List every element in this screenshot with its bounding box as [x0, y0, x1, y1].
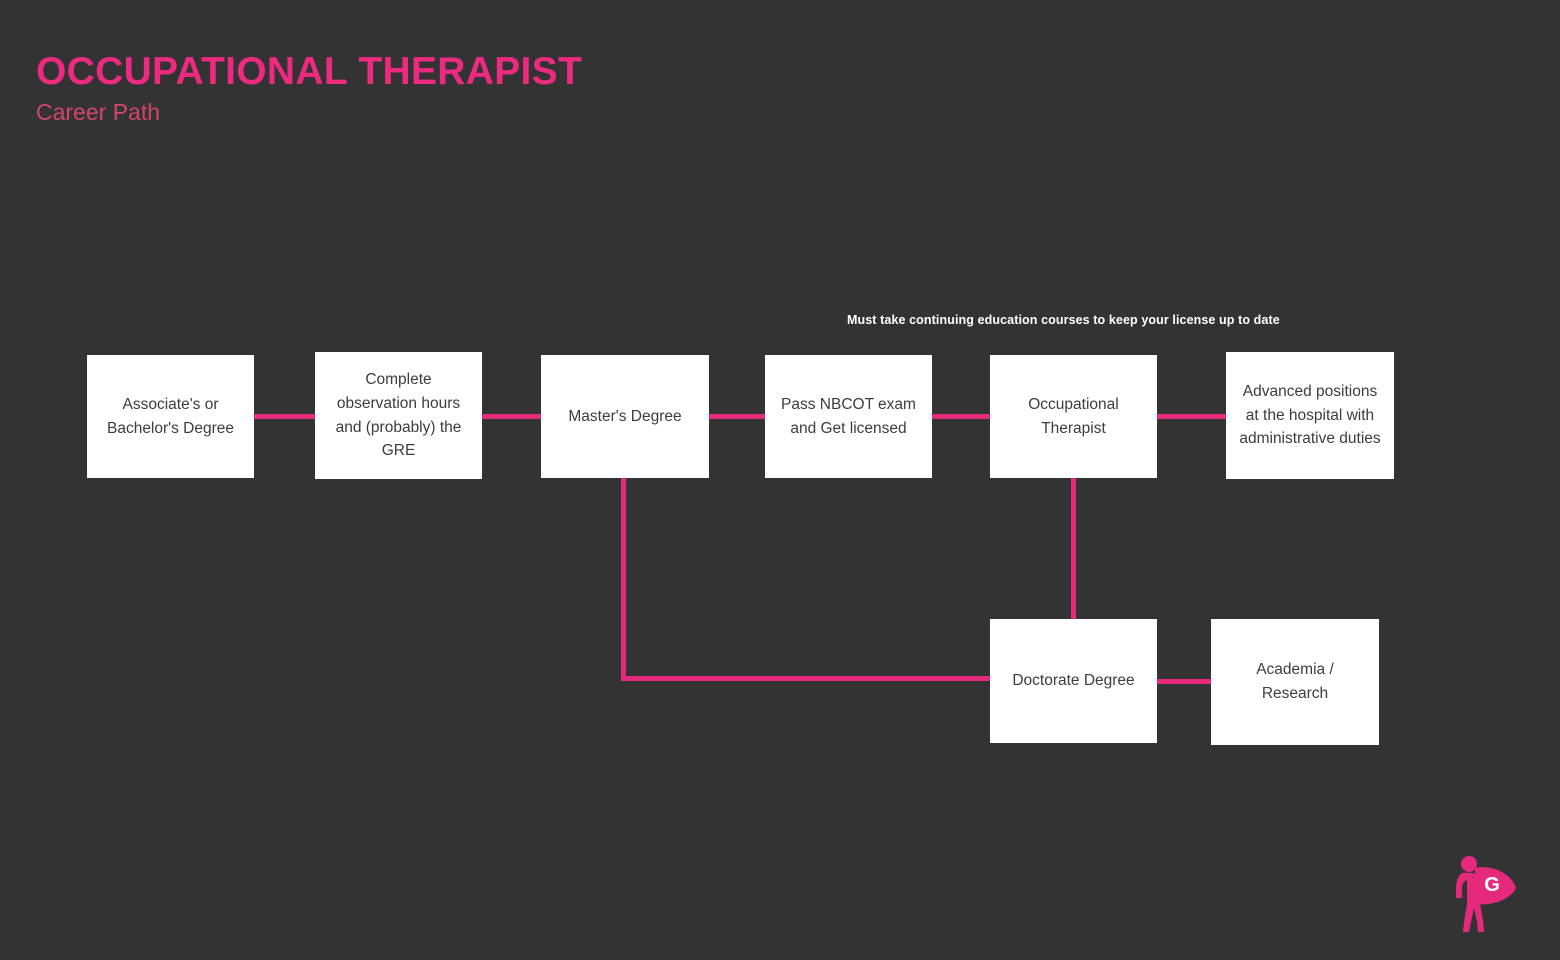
connector-masters-to-nbcot — [705, 414, 769, 419]
connector-nbcot-to-therapist — [928, 414, 994, 419]
node-label: Complete observation hours and (probably… — [335, 371, 462, 460]
node-label: Master's Degree — [568, 407, 682, 425]
cape-shape — [1475, 867, 1516, 905]
node-label: Occupational Therapist — [1028, 395, 1119, 437]
page-title: OCCUPATIONAL THERAPIST — [36, 50, 583, 93]
connector-observation-to-masters — [478, 414, 545, 419]
body-shape — [1456, 872, 1484, 932]
node-doctorate-degree[interactable]: Doctorate Degree — [990, 619, 1157, 743]
node-associate-bachelor[interactable]: Associate's or Bachelor's Degree — [87, 355, 254, 478]
connector-associate-to-observation — [251, 414, 319, 419]
node-advanced-positions[interactable]: Advanced positions at the hospital with … — [1226, 352, 1394, 479]
connector-masters-to-doctorate-horizontal — [621, 676, 995, 681]
node-occupational-therapist[interactable]: Occupational Therapist — [990, 355, 1157, 478]
header: OCCUPATIONAL THERAPIST Career Path — [36, 52, 582, 124]
node-label: Advanced positions at the hospital with … — [1239, 383, 1381, 448]
continuing-education-annotation: Must take continuing education courses t… — [847, 313, 1280, 327]
connector-doctorate-to-academia — [1153, 679, 1215, 684]
connector-masters-down-vertical — [621, 474, 626, 681]
connector-therapist-to-advanced — [1153, 414, 1230, 419]
node-label: Associate's or Bachelor's Degree — [106, 395, 235, 437]
node-label: Pass NBCOT exam and Get licensed — [781, 395, 916, 437]
node-masters-degree[interactable]: Master's Degree — [541, 355, 709, 478]
node-label: Academia / Research — [1256, 661, 1334, 702]
connector-therapist-to-doctorate-vertical — [1071, 474, 1076, 623]
superhero-g-logo: G — [1442, 852, 1522, 936]
logo-letter: G — [1484, 874, 1500, 896]
node-observation-hours[interactable]: Complete observation hours and (probably… — [315, 352, 482, 479]
page-subtitle: Career Path — [36, 99, 161, 125]
node-label: Doctorate Degree — [1012, 672, 1135, 690]
node-academia-research[interactable]: Academia / Research — [1211, 619, 1379, 745]
node-nbcot-exam[interactable]: Pass NBCOT exam and Get licensed — [765, 355, 932, 478]
head-shape — [1461, 856, 1477, 872]
